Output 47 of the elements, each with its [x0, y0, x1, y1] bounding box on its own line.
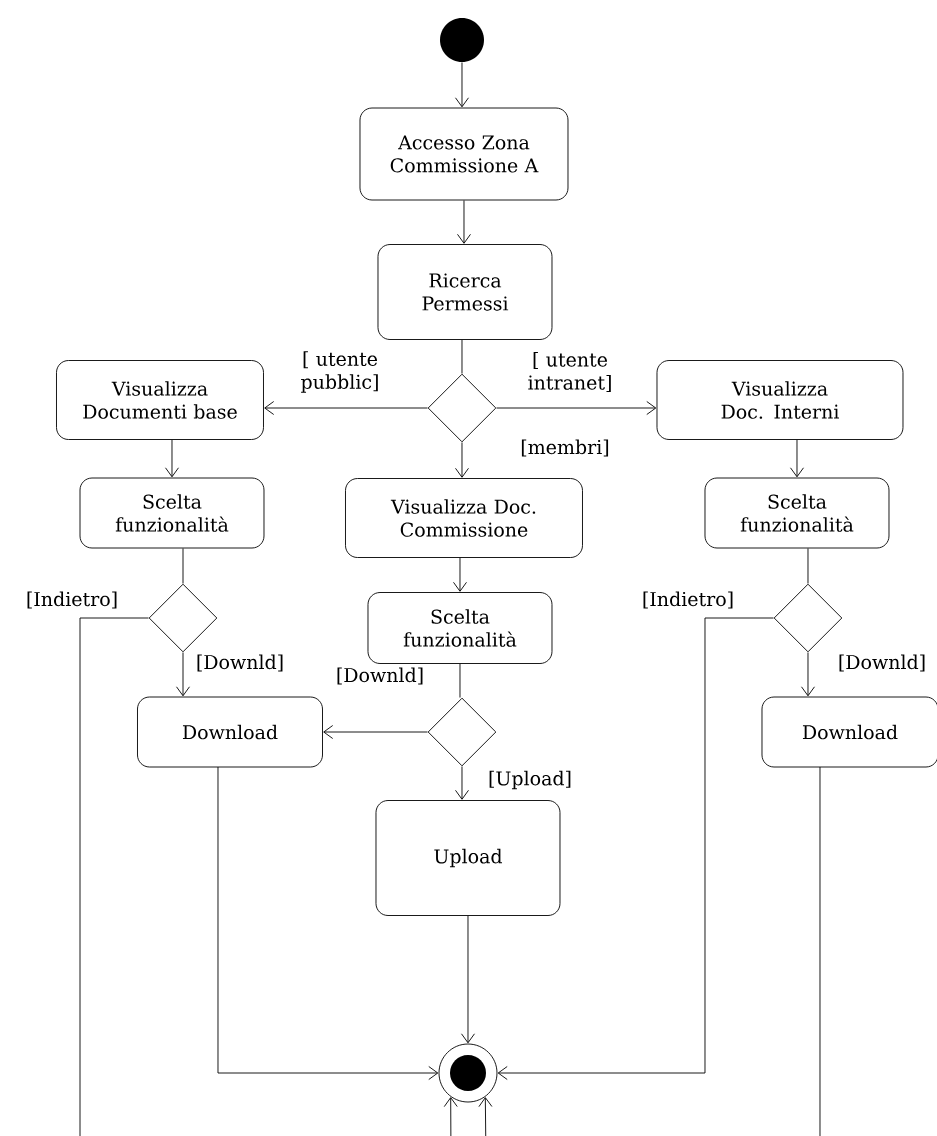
- action-box: Visualizza Doc. Commissione: [345, 478, 583, 558]
- edge-label: [Indietro]: [643, 591, 733, 609]
- end-marker: [438, 1043, 498, 1103]
- action-box: Download: [761, 696, 937, 768]
- arrow: [461, 915, 475, 1044]
- edge-label: [Downld]: [337, 667, 423, 685]
- arrow: [176, 652, 190, 697]
- arrow: [165, 439, 179, 478]
- connector-line: [461, 339, 463, 374]
- decision-diamond: [427, 373, 497, 443]
- decision-diamond: [148, 583, 218, 653]
- arrow: [79, 617, 458, 1136]
- action-box: Ricerca Permessi: [377, 244, 553, 340]
- action-box: Scelta funzionalità: [704, 477, 890, 549]
- arrow: [478, 766, 821, 1136]
- connector-line: [807, 548, 809, 584]
- edge-label: [ utente intranet]: [528, 352, 611, 392]
- decision-diamond: [427, 697, 497, 767]
- connector-line: [459, 663, 461, 698]
- arrow: [217, 766, 439, 1080]
- action-box: Scelta funzionalità: [367, 592, 553, 664]
- arrow: [497, 617, 774, 1080]
- action-box: Visualizza Documenti base: [56, 360, 264, 440]
- action-box: Visualizza Doc. Interni: [656, 360, 904, 440]
- arrow: [264, 401, 428, 415]
- edge-label: [Downld]: [839, 654, 925, 672]
- edge-label: [membri]: [521, 439, 609, 457]
- arrow: [455, 442, 469, 478]
- arrow: [801, 652, 815, 697]
- edge-label: [Downld]: [197, 654, 283, 672]
- edge-label: [Indietro]: [27, 591, 117, 609]
- arrow: [790, 439, 804, 478]
- edge-label: [Upload]: [489, 770, 571, 790]
- action-box: Download: [137, 696, 323, 768]
- action-box: Accesso Zona Commissione A: [359, 107, 569, 201]
- arrow: [455, 62, 469, 108]
- start-dot: [440, 18, 484, 62]
- action-box: Scelta funzionalità: [79, 477, 265, 549]
- arrow: [457, 200, 471, 244]
- arrow: [453, 557, 467, 592]
- decision-diamond: [773, 583, 843, 653]
- arrow: [455, 766, 469, 800]
- arrow: [323, 725, 428, 739]
- edge-label: [ utente pubblic]: [301, 351, 378, 393]
- connector-line: [182, 548, 184, 584]
- action-box: Upload: [375, 800, 561, 916]
- arrow: [496, 401, 657, 415]
